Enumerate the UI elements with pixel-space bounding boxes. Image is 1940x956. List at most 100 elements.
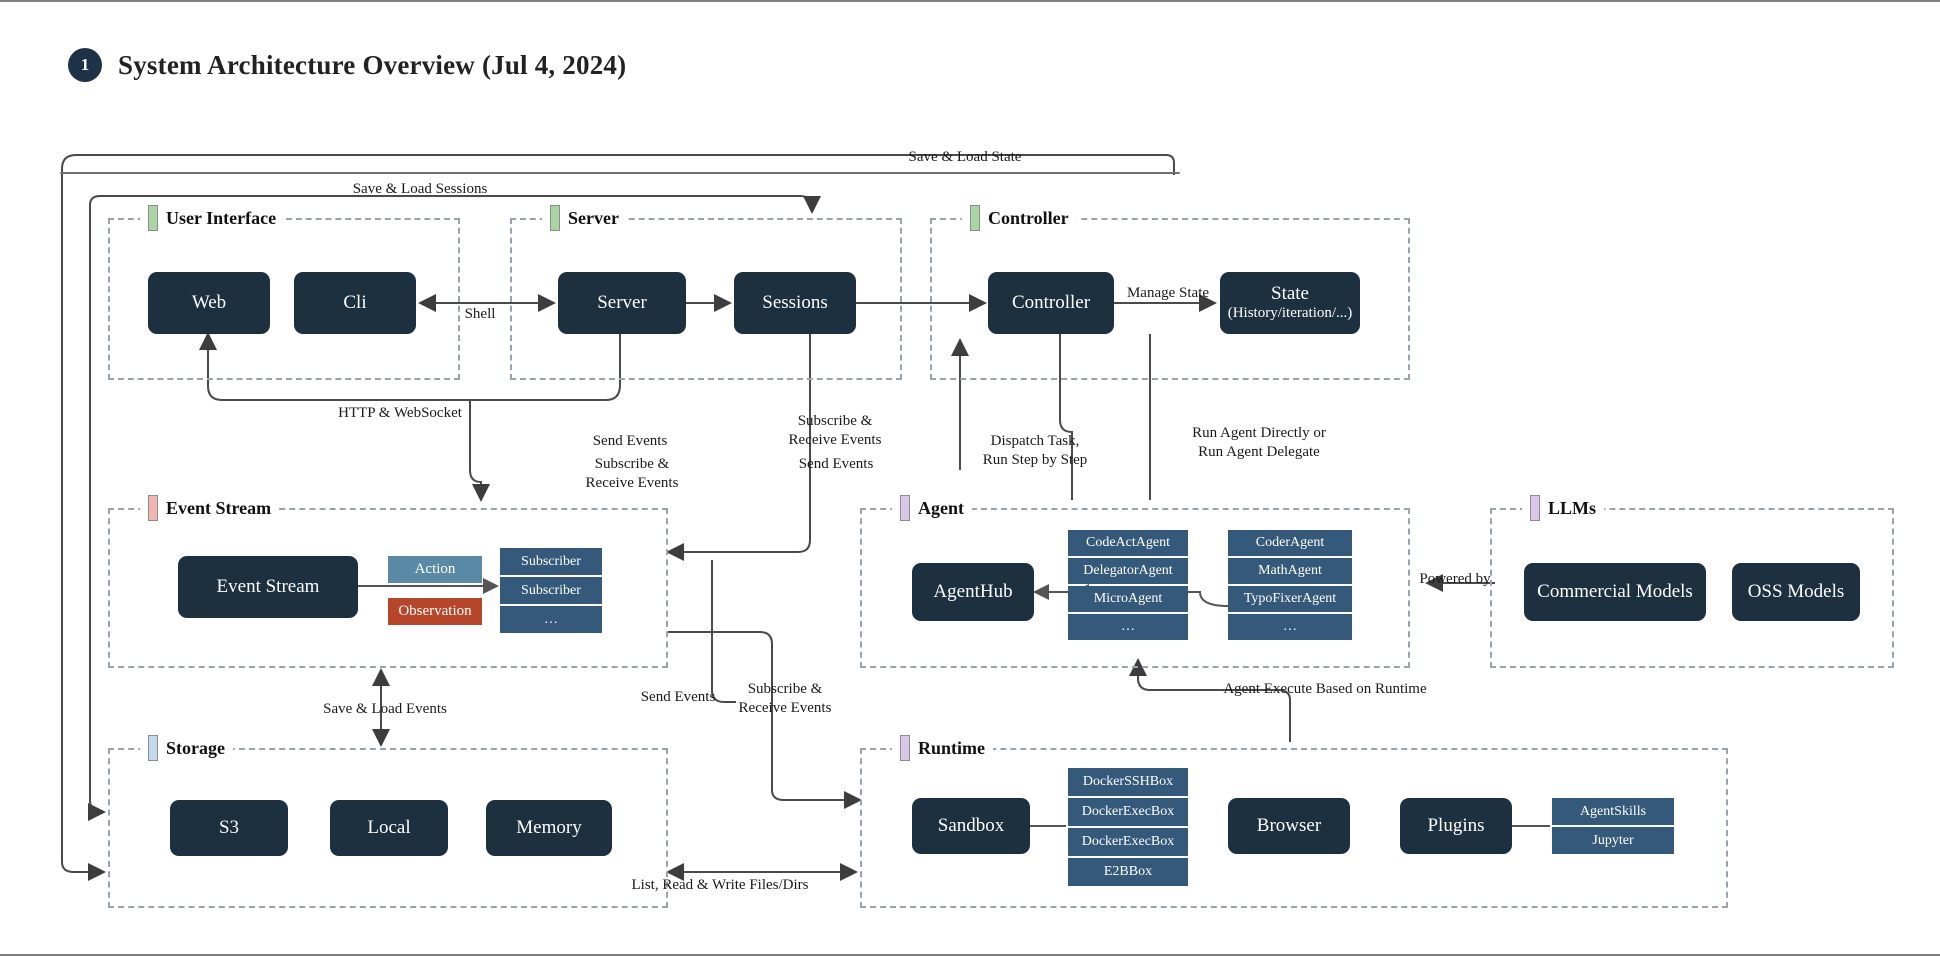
stack-item[interactable]: E2BBox xyxy=(1068,858,1188,886)
node-memory[interactable]: Memory xyxy=(486,800,612,856)
stack-item[interactable]: CodeActAgent xyxy=(1068,530,1188,556)
group-title: Controller xyxy=(988,207,1069,228)
node-label: Cli xyxy=(343,292,367,314)
chip-action[interactable]: Action xyxy=(388,556,482,583)
chip-observation[interactable]: Observation xyxy=(388,598,482,625)
node-label: AgentHub xyxy=(933,581,1013,603)
group-color-bar xyxy=(550,205,560,231)
node-label: State xyxy=(1271,283,1309,305)
top-divider xyxy=(0,0,1940,2)
node-state[interactable]: State (History/iteration/...) xyxy=(1220,272,1360,334)
group-title: LLMs xyxy=(1548,497,1597,518)
node-commercial-models[interactable]: Commercial Models xyxy=(1524,563,1706,621)
node-s3[interactable]: S3 xyxy=(170,800,288,856)
stack-item[interactable]: DelegatorAgent xyxy=(1068,558,1188,584)
edge-label-send-events-3: Send Events xyxy=(640,689,716,705)
group-title: User Interface xyxy=(166,207,277,228)
node-agent-hub[interactable]: AgentHub xyxy=(912,563,1034,621)
edge-label-dispatch-task: Dispatch Task, Run Step by Step xyxy=(982,433,1088,468)
stack-item[interactable]: DockerSSHBox xyxy=(1068,768,1188,796)
edge-label-send-events-1: Send Events xyxy=(592,433,668,449)
edge-label-save-load-events: Save & Load Events xyxy=(323,701,447,717)
stack-item[interactable]: … xyxy=(1068,614,1188,640)
stack-item[interactable]: Subscriber xyxy=(500,577,602,604)
stack-item[interactable]: DockerExecBox xyxy=(1068,798,1188,826)
group-label-user-interface: User Interface xyxy=(140,205,285,231)
group-event-stream: Event Stream xyxy=(108,495,668,668)
bottom-divider xyxy=(0,954,1940,956)
group-color-bar xyxy=(1530,495,1540,521)
node-label: Server xyxy=(597,292,647,314)
group-label-runtime: Runtime xyxy=(892,735,993,761)
stack-item[interactable]: TypoFixerAgent xyxy=(1228,586,1352,612)
group-controller: Controller xyxy=(930,205,1410,380)
group-title: Server xyxy=(568,207,619,228)
group-title: Storage xyxy=(166,737,225,758)
group-title: Event Stream xyxy=(166,497,272,518)
node-label: Browser xyxy=(1256,815,1322,837)
node-plugins[interactable]: Plugins xyxy=(1400,798,1512,854)
edge-label-run-agent: Run Agent Directly or Run Agent Delegate xyxy=(1192,425,1326,460)
edge-label-http-websocket: HTTP & WebSocket xyxy=(338,405,462,421)
agent-stack-right: CoderAgent MathAgent TypoFixerAgent … xyxy=(1228,530,1352,640)
group-color-bar xyxy=(970,205,980,231)
group-user-interface: User Interface xyxy=(108,205,460,380)
group-color-bar xyxy=(148,735,158,761)
node-label: Web xyxy=(191,292,227,314)
stack-item[interactable]: AgentSkills xyxy=(1552,798,1674,825)
group-title: Agent xyxy=(918,497,964,518)
stack-item[interactable]: … xyxy=(500,606,602,633)
node-cli[interactable]: Cli xyxy=(294,272,416,334)
chip-label: Observation xyxy=(398,603,472,619)
node-controller[interactable]: Controller xyxy=(988,272,1114,334)
node-sandbox[interactable]: Sandbox xyxy=(912,798,1030,854)
node-event-stream[interactable]: Event Stream xyxy=(178,556,358,618)
edge-label-manage-state: Manage State xyxy=(1126,285,1210,301)
node-sessions[interactable]: Sessions xyxy=(734,272,856,334)
edge-label-save-load-state: Save & Load State xyxy=(908,149,1022,165)
node-label: Local xyxy=(367,817,411,839)
group-agent: Agent xyxy=(860,495,1410,668)
edge-label-subscribe-receive-3: Subscribe & Receive Events xyxy=(738,681,832,716)
edge-label-send-events-2: Send Events xyxy=(798,456,874,472)
stack-item[interactable]: … xyxy=(1228,614,1352,640)
sandbox-stack: DockerSSHBox DockerExecBox DockerExecBox… xyxy=(1068,768,1188,886)
node-label: Plugins xyxy=(1427,815,1485,837)
group-label-controller: Controller xyxy=(962,205,1077,231)
stack-item[interactable]: CoderAgent xyxy=(1228,530,1352,556)
plugin-stack: AgentSkills Jupyter xyxy=(1552,798,1674,854)
stack-item[interactable]: MathAgent xyxy=(1228,558,1352,584)
subscriber-stack: Subscriber Subscriber … xyxy=(500,548,602,633)
node-web[interactable]: Web xyxy=(148,272,270,334)
edge-label-agent-execute: Agent Execute Based on Runtime xyxy=(1223,681,1427,697)
node-oss-models[interactable]: OSS Models xyxy=(1732,563,1860,621)
node-sublabel: (History/iteration/...) xyxy=(1227,305,1353,322)
node-label: S3 xyxy=(218,817,240,839)
stack-item[interactable]: DockerExecBox xyxy=(1068,828,1188,856)
group-label-llms: LLMs xyxy=(1522,495,1605,521)
node-label: Controller xyxy=(1011,292,1091,314)
group-title: Runtime xyxy=(918,737,985,758)
page-header: 1 System Architecture Overview (Jul 4, 2… xyxy=(68,48,626,82)
node-server[interactable]: Server xyxy=(558,272,686,334)
stack-item[interactable]: Subscriber xyxy=(500,548,602,575)
group-storage: Storage xyxy=(108,735,668,908)
group-llms: LLMs xyxy=(1490,495,1894,668)
node-label: Sessions xyxy=(762,292,828,314)
edge-label-subscribe-receive-1: Subscribe & Receive Events xyxy=(585,456,679,491)
group-runtime: Runtime xyxy=(860,735,1728,908)
node-label: Event Stream xyxy=(216,576,320,598)
stack-item[interactable]: Jupyter xyxy=(1552,827,1674,854)
node-browser[interactable]: Browser xyxy=(1228,798,1350,854)
page-title: System Architecture Overview (Jul 4, 202… xyxy=(118,49,627,80)
node-label: OSS Models xyxy=(1747,581,1845,603)
group-color-bar xyxy=(148,495,158,521)
agent-stack-left: CodeActAgent DelegatorAgent MicroAgent … xyxy=(1068,530,1188,640)
group-color-bar xyxy=(900,495,910,521)
stack-item[interactable]: MicroAgent xyxy=(1068,586,1188,612)
outer-routing-frame xyxy=(60,172,1180,174)
edge-label-shell: Shell xyxy=(464,306,496,322)
node-local[interactable]: Local xyxy=(330,800,448,856)
edge-label-subscribe-receive-2: Subscribe & Receive Events xyxy=(788,413,882,448)
node-label: Commercial Models xyxy=(1537,581,1693,603)
